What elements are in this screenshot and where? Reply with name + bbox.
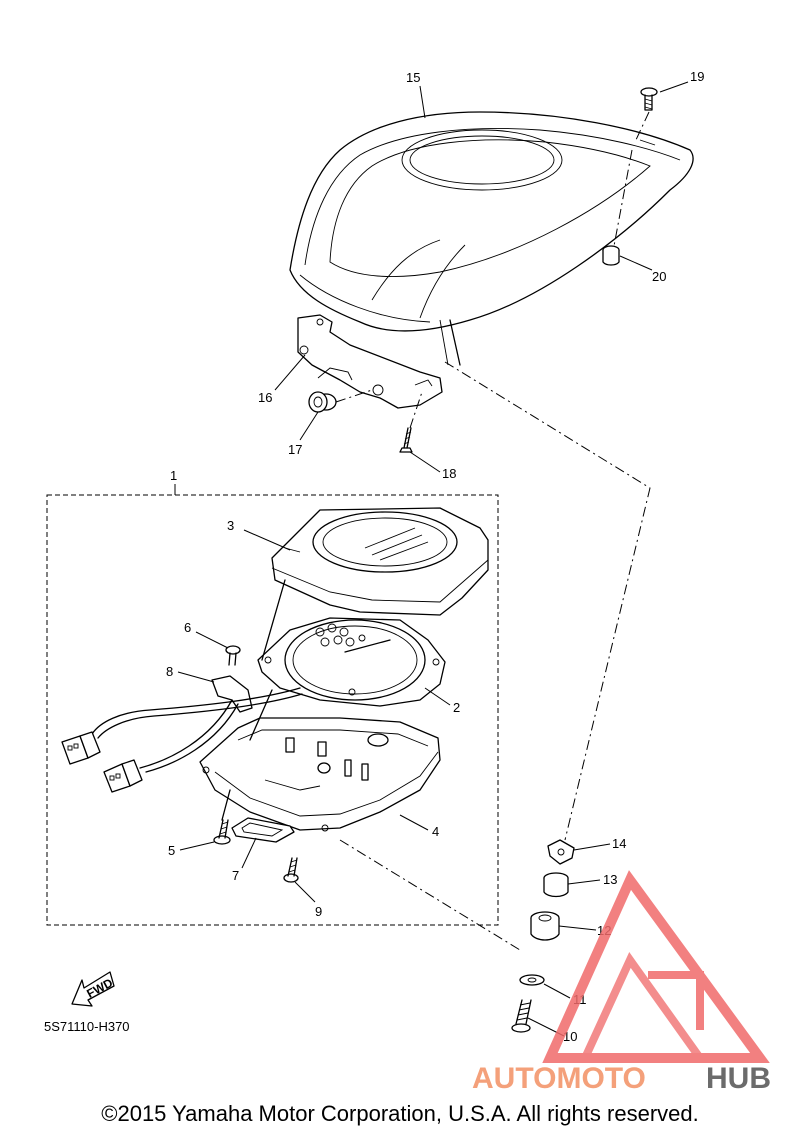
- callout-8: 8: [166, 664, 173, 679]
- callout-20: 20: [652, 269, 666, 284]
- callout-5: 5: [168, 843, 175, 858]
- callout-14: 14: [612, 836, 626, 851]
- collar-20: [602, 149, 633, 266]
- fwd-arrow: FWD: [71, 971, 115, 1007]
- callout-15: 15: [406, 70, 420, 85]
- meter-case-cover: [271, 507, 489, 616]
- assembly-boundary: [46, 494, 499, 926]
- screw-18: [399, 391, 423, 453]
- callout-4: 4: [432, 824, 439, 839]
- collar-13: [543, 872, 569, 898]
- callout-18: 18: [442, 466, 456, 481]
- callout-16: 16: [258, 390, 272, 405]
- meter-cover: [289, 111, 694, 366]
- screw-6: [225, 645, 241, 666]
- washer-11: [519, 974, 545, 986]
- watermark-logo: [542, 870, 770, 1063]
- watermark-text-secondary: HUB: [706, 1062, 771, 1095]
- callout-7: 7: [232, 868, 239, 883]
- callout-17: 17: [288, 442, 302, 457]
- wire-harness: [61, 687, 303, 793]
- gasket-7: [231, 817, 295, 843]
- callout-13: 13: [603, 872, 617, 887]
- leader-lines: [174, 81, 689, 1037]
- screw-5: [213, 819, 231, 845]
- screw-19: [634, 87, 658, 143]
- watermark-text-primary: AUTOMOTO: [472, 1062, 646, 1095]
- nut-14: [547, 839, 575, 865]
- callout-19: 19: [690, 69, 704, 84]
- diagram-code: 5S71110-H370: [44, 1019, 130, 1034]
- callout-9: 9: [315, 904, 322, 919]
- grommet-12: [530, 911, 560, 941]
- callout-3: 3: [227, 518, 234, 533]
- callout-2: 2: [453, 700, 460, 715]
- copyright-notice: ©2015 Yamaha Motor Corporation, U.S.A. A…: [101, 1101, 699, 1126]
- screw-9: [283, 857, 299, 883]
- meter-bracket: [297, 314, 443, 409]
- grommet-17: [308, 389, 373, 413]
- meter-lower-case: [199, 717, 441, 832]
- callout-6: 6: [184, 620, 191, 635]
- bolt-10: [511, 999, 532, 1033]
- clamp-8: [211, 675, 253, 713]
- callout-1: 1: [170, 468, 177, 483]
- meter-unit: [257, 617, 446, 707]
